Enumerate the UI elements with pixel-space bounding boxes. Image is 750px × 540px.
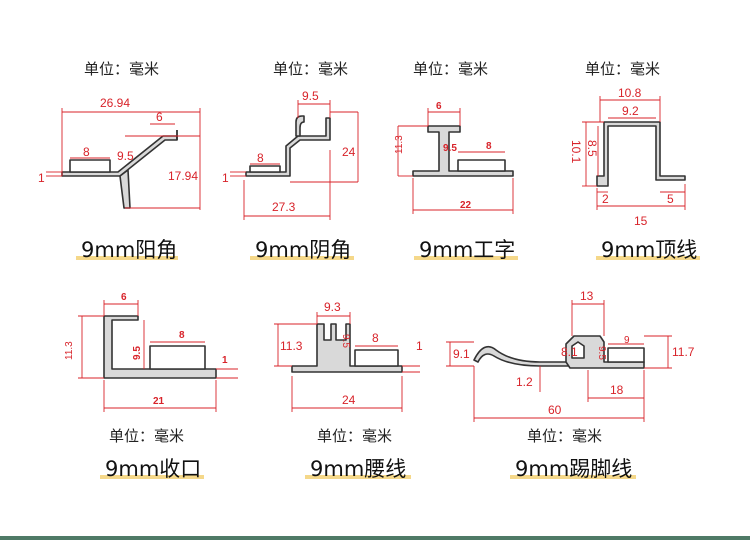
dim-label: 8 (83, 145, 90, 159)
dim-label: 8 (257, 151, 264, 165)
profile-skirting: 13 9.1 8.1 9.5 9 11.7 1.2 18 60 (446, 289, 695, 422)
profile-edge-trim: 6 11.3 9.5 8 1 21 (64, 292, 238, 412)
dim-label: 9 (624, 335, 630, 346)
profile-title: 9mm收口 (105, 457, 202, 481)
dim-label: 11.3 (280, 339, 303, 353)
profile-waist-line: 9.3 11.3 9.5 8 1 24 (274, 300, 423, 412)
dim-label: 1 (38, 171, 45, 185)
dim-label: 1 (416, 339, 423, 353)
title-underline (250, 256, 354, 260)
title-underline (305, 475, 411, 479)
unit-label: 单位：毫米 (84, 60, 160, 78)
dim-label: 9.5 (132, 346, 143, 360)
unit-label: 单位：毫米 (527, 427, 603, 445)
dim-label: 6 (436, 101, 442, 112)
unit-label: 单位：毫米 (109, 427, 185, 445)
footer-bar (0, 536, 750, 540)
dim-label: 60 (548, 403, 562, 417)
dim-label: 26.94 (100, 96, 130, 110)
dim-label: 9.2 (622, 104, 639, 118)
profile-i-beam: 6 11.3 9.5 8 22 (394, 101, 514, 214)
unit-label: 单位：毫米 (585, 60, 661, 78)
dim-label: 11.3 (64, 341, 75, 360)
dim-label: 9.1 (453, 347, 470, 361)
dim-label: 21 (153, 396, 165, 407)
dim-label: 1.2 (516, 375, 533, 389)
profile-title: 9mm踢脚线 (515, 457, 633, 481)
dim-label: 10.8 (618, 86, 642, 100)
dim-label: 6 (121, 292, 127, 303)
dim-label: 9.5 (302, 89, 319, 103)
dim-label: 9.5 (596, 346, 607, 360)
dim-label: 8 (179, 330, 185, 341)
profile-internal-corner: 9.5 24 8 1 27.3 (222, 89, 359, 220)
dim-label: 9.5 (340, 334, 351, 348)
profile-external-corner: 26.94 6 8 9.5 17.94 1 (38, 96, 201, 210)
profile-top-line: 10.8 9.2 10.1 8.5 2 5 15 (569, 86, 686, 228)
dim-label: 1 (222, 355, 228, 366)
dim-label: 11.3 (394, 135, 405, 154)
profile-title: 9mm阳角 (81, 238, 178, 262)
title-underline (510, 475, 636, 479)
dim-label: 27.3 (272, 200, 296, 214)
dim-label: 8 (372, 331, 379, 345)
unit-label: 单位：毫米 (413, 60, 489, 78)
unit-label: 单位：毫米 (317, 427, 393, 445)
title-underline (596, 256, 700, 260)
dim-label: 10.1 (569, 140, 583, 164)
dim-label: 18 (610, 383, 624, 397)
profile-title: 9mm腰线 (310, 457, 407, 481)
dim-label: 9.5 (443, 143, 457, 154)
dim-label: 8.1 (561, 345, 578, 359)
dim-label: 24 (342, 393, 356, 407)
title-underline (100, 475, 204, 479)
profile-title: 9mm工字 (419, 238, 516, 262)
profile-title: 9mm顶线 (601, 238, 698, 262)
dim-label: 5 (667, 192, 674, 206)
dim-label: 8 (486, 141, 492, 152)
title-underline (76, 256, 178, 260)
dim-label: 9.5 (117, 149, 134, 163)
dim-label: 9.3 (324, 300, 341, 314)
dim-label: 1 (222, 171, 229, 185)
dim-label: 22 (460, 200, 472, 211)
dim-label: 13 (580, 289, 594, 303)
title-underline (414, 256, 518, 260)
unit-label: 单位：毫米 (273, 60, 349, 78)
dim-label: 17.94 (168, 169, 198, 183)
dim-label: 8.5 (585, 140, 599, 157)
dim-label: 6 (156, 110, 163, 124)
dim-label: 2 (602, 192, 609, 206)
dim-label: 24 (342, 145, 356, 159)
profile-title: 9mm阴角 (255, 238, 352, 262)
dim-label: 15 (634, 214, 648, 228)
dim-label: 11.7 (672, 345, 695, 359)
